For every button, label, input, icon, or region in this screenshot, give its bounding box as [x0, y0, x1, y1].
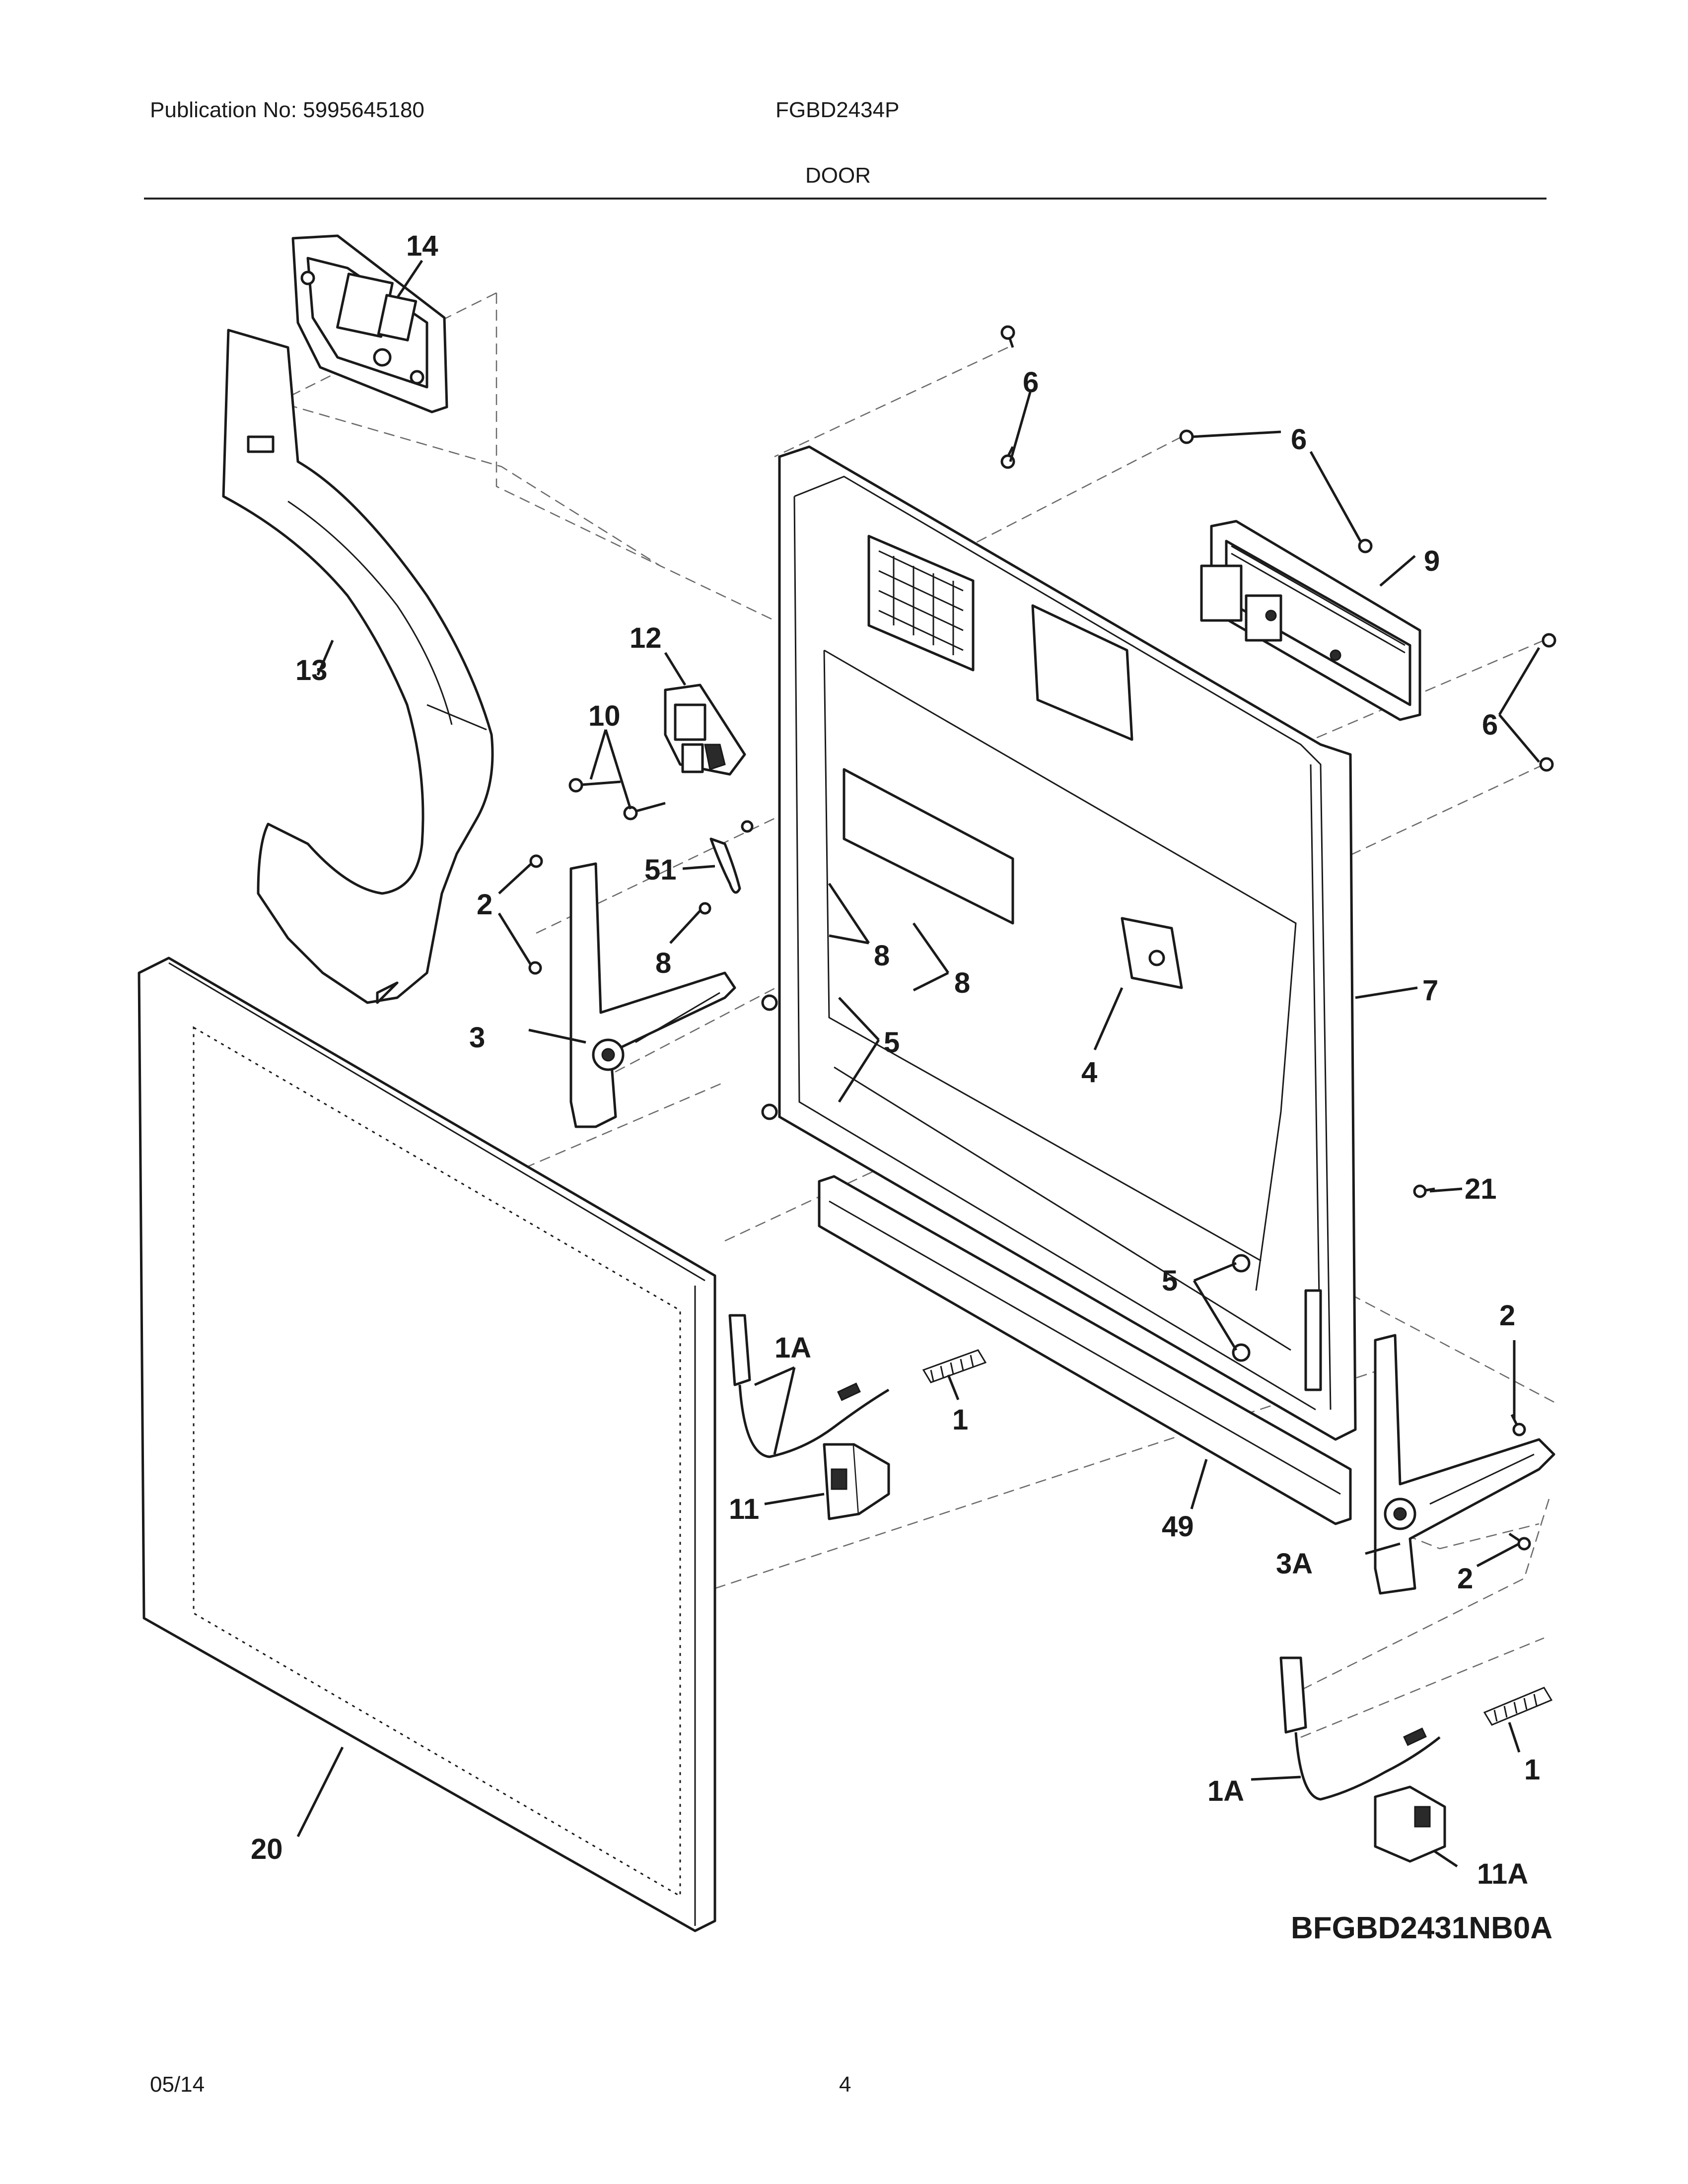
vent-housing-part [291, 234, 448, 413]
bottom-trim-part [818, 1175, 1352, 1525]
vent-duct-part [222, 329, 494, 1004]
label-8-left: 8 [655, 947, 671, 979]
label-5-upper: 5 [884, 1026, 900, 1059]
label-7: 7 [1422, 974, 1438, 1007]
inner-door-panel-part [761, 445, 1357, 1441]
label-2-left: 2 [477, 888, 492, 921]
label-1a-inset: 1A [1207, 1775, 1244, 1807]
door-spring-left-part [922, 1349, 987, 1383]
cable-guide-left-part [823, 1443, 890, 1520]
latch-screws-part [568, 778, 666, 820]
label-3a: 3A [1276, 1548, 1313, 1580]
label-51: 51 [644, 854, 677, 886]
label-6-right: 6 [1482, 709, 1498, 741]
door-cable-inset-part [1279, 1656, 1441, 1801]
label-8-mid: 8 [874, 940, 890, 972]
label-5-lower: 5 [1162, 1265, 1178, 1297]
diagram-code: BFGBD2431NB0A [1291, 1911, 1552, 1945]
label-2-right-bottom: 2 [1457, 1563, 1473, 1595]
label-21: 21 [1465, 1173, 1497, 1205]
label-10: 10 [588, 700, 621, 732]
outer-door-panel-part [138, 956, 716, 1932]
right-hinge-part [1374, 1334, 1555, 1595]
door-cable-left-part [728, 1314, 890, 1458]
left-hinge-part [569, 862, 736, 1128]
control-panel-part [1200, 520, 1421, 721]
publication-number: Publication No: 5995645180 [150, 98, 424, 122]
label-12: 12 [630, 622, 662, 654]
footer-page-number: 4 [839, 2072, 851, 2097]
label-13: 13 [295, 654, 328, 686]
label-6-mid: 6 [1291, 423, 1307, 456]
label-1a-left: 1A [774, 1332, 811, 1364]
cable-guide-inset-part [1374, 1785, 1446, 1863]
callout-labels: 14 13 12 10 51 2 8 8 8 3 6 6 9 6 7 4 5 5… [251, 230, 1552, 1945]
label-49: 49 [1162, 1510, 1194, 1543]
panel-screws-part [1000, 325, 1556, 772]
hinge-screws-right-part [1508, 1414, 1531, 1551]
label-9: 9 [1424, 545, 1440, 577]
screw-21-part [1413, 1184, 1435, 1198]
section-title: DOOR [805, 163, 871, 188]
label-20: 20 [251, 1833, 283, 1865]
label-6-top: 6 [1023, 366, 1039, 399]
label-3: 3 [469, 1022, 485, 1054]
door-spring-inset-part [1483, 1687, 1553, 1726]
label-11a: 11A [1477, 1858, 1528, 1890]
label-14: 14 [406, 230, 438, 262]
label-1-inset: 1 [1524, 1754, 1540, 1786]
label-8-right: 8 [954, 967, 970, 999]
header-rule [144, 198, 1547, 200]
footer-date: 05/14 [150, 2072, 205, 2097]
model-number: FGBD2434P [775, 98, 900, 122]
label-1-left: 1 [952, 1404, 968, 1436]
label-2-right-top: 2 [1499, 1299, 1515, 1332]
door-latch-part [664, 683, 746, 776]
label-4: 4 [1081, 1056, 1097, 1089]
leader-lines [296, 260, 1541, 1868]
label-11: 11 [729, 1493, 759, 1525]
